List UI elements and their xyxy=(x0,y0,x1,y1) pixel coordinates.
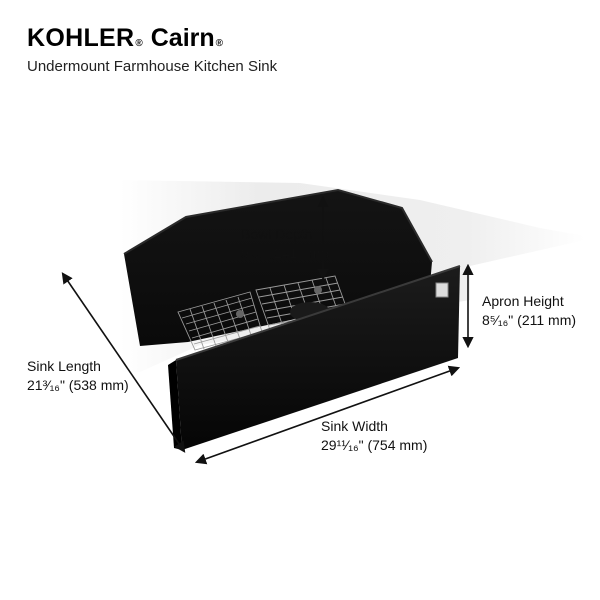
apron-height-title: Apron Height xyxy=(482,293,564,309)
sink-width-title: Sink Width xyxy=(321,418,388,434)
sink-length-arrow xyxy=(61,272,186,453)
header: KOHLER ® Cairn ® Undermount Farmhouse Ki… xyxy=(27,24,277,75)
drain-right xyxy=(314,286,322,294)
bowl-depth-title: Bowl Depth xyxy=(241,226,313,242)
bowl-depth-label: Bowl Depth 9½" (241 mm) xyxy=(241,225,329,263)
sink-width-value: 29¹¹⁄₁₆" (754 mm) xyxy=(321,437,428,453)
product-name: Cairn xyxy=(150,24,215,52)
sink-length-title: Sink Length xyxy=(27,358,101,374)
product-subtitle: Undermount Farmhouse Kitchen Sink xyxy=(27,58,278,75)
sink-length-label: Sink Length 21³⁄₁₆" (538 mm) xyxy=(27,357,129,395)
brand-registered-mark: ® xyxy=(135,38,143,49)
brand-logo: KOHLER xyxy=(27,24,135,52)
apron-height-label: Apron Height 8⁵⁄₁₆" (211 mm) xyxy=(482,292,576,330)
sink-bowl xyxy=(124,190,432,346)
product-registered-mark: ® xyxy=(215,38,224,49)
bowl-depth-value: 9½" (241 mm) xyxy=(241,245,330,261)
drain-left xyxy=(236,310,244,318)
faucet-plate xyxy=(435,282,449,298)
sink-width-arrow xyxy=(194,365,461,465)
apron-top-edge xyxy=(175,265,461,361)
sink-rim xyxy=(123,188,433,263)
apron-height-value: 8⁵⁄₁₆" (211 mm) xyxy=(482,312,577,328)
sink-width-label: Sink Width 29¹¹⁄₁₆" (754 mm) xyxy=(321,417,427,455)
brand-line: KOHLER ® Cairn ® xyxy=(27,24,277,53)
sink-length-value: 21³⁄₁₆" (538 mm) xyxy=(27,377,129,393)
